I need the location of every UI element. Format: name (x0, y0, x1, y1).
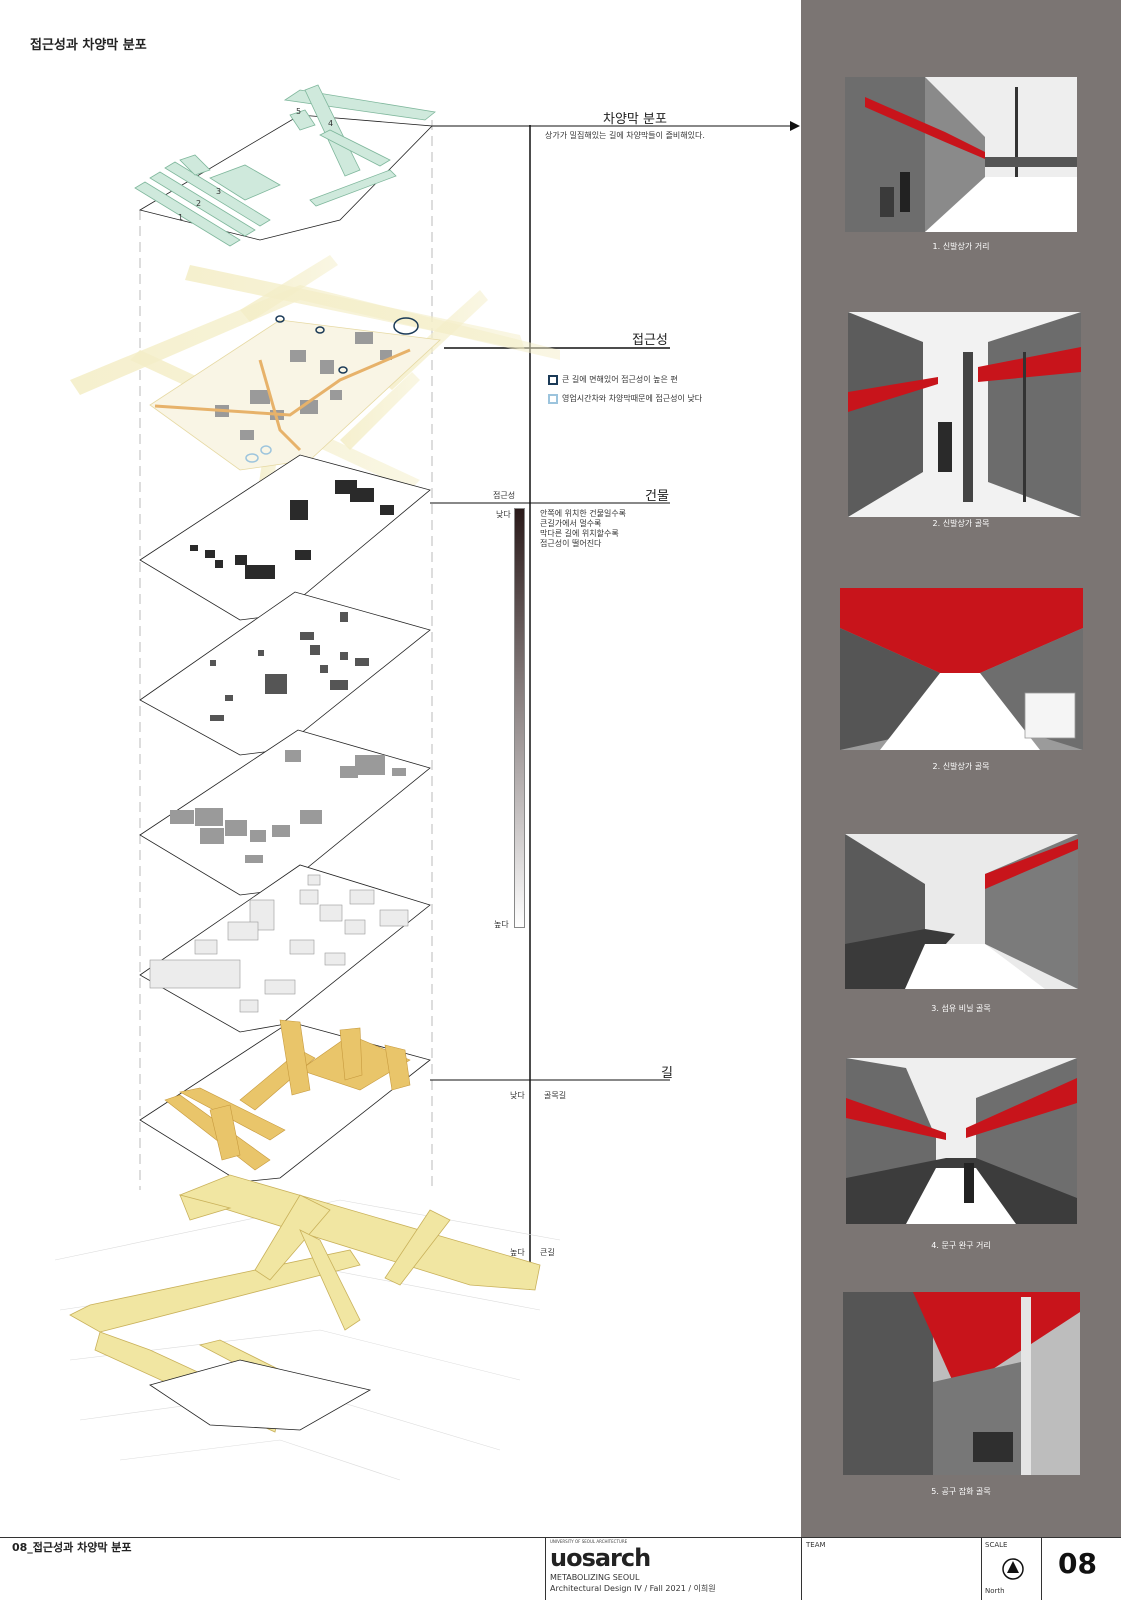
road-high-label: 큰길 (540, 1248, 555, 1257)
building-description: 안쪽에 위치한 건물일수록 큰길가에서 멀수록 막다른 길에 위치할수록 접근성… (540, 509, 626, 549)
awning-number-2: 2 (196, 199, 201, 208)
page-number: 08 (1058, 1547, 1097, 1580)
photo-textile-vinyl-alley (845, 834, 1078, 989)
north-label: North (985, 1587, 1005, 1595)
footer-team-cell (801, 1538, 982, 1600)
photo-stationery-toy-street (846, 1058, 1077, 1224)
road-low: 낮다 (510, 1091, 525, 1100)
logo-subtext: UNIVERSITY OF SEOUL ARCHITECTURE (550, 1539, 628, 1544)
building-layer-low-access (139, 454, 431, 621)
building-desc-line-2: 큰길가에서 멀수록 (540, 519, 602, 528)
awning-number-4: 4 (328, 119, 333, 128)
photo-caption-3: 2. 신발상가 골목 (932, 762, 990, 771)
photo-tool-goods-alley (843, 1292, 1080, 1475)
main-road-layer (54, 1174, 561, 1481)
road-high: 높다 (510, 1248, 525, 1257)
photo-caption-1: 1. 신발상가 거리 (932, 242, 990, 251)
road-low-label: 골목길 (544, 1091, 567, 1100)
photo-shoe-alley-1 (848, 312, 1081, 517)
footer-title-cell (0, 1538, 546, 1600)
access-axis-high: 높다 (494, 920, 509, 929)
building-desc-line-4: 접근성이 떨어진다 (540, 539, 602, 548)
awning-number-3: 3 (216, 187, 221, 196)
building-heading: 건물 (645, 489, 669, 504)
page-title: 접근성과 차양막 분포 (30, 38, 147, 53)
legend-high-access: 큰 길에 면해있어 접근성이 높은 편 (548, 374, 678, 385)
awning-number-5: 5 (296, 107, 301, 116)
legend-high-label: 큰 길에 면해있어 접근성이 높은 편 (562, 375, 678, 384)
legend-low-access: 영업시간차와 차양막때문에 접근성이 낮다 (548, 393, 702, 404)
project-name: METABOLIZING SEOUL (550, 1573, 640, 1582)
sheet-title: 08_접근성과 차양막 분포 (12, 1541, 132, 1554)
footer-scale-cell (981, 1538, 1042, 1600)
photo-caption-4: 3. 섬유 비닐 골목 (931, 1004, 991, 1013)
access-heading: 접근성 (632, 333, 668, 348)
legend-low-label: 영업시간차와 차양막때문에 접근성이 낮다 (562, 394, 703, 403)
legend-swatch-dark (548, 374, 558, 385)
photo-caption-2: 2. 신발상가 골목 (932, 519, 990, 528)
photo-caption-5: 4. 문구 완구 거리 (931, 1241, 991, 1250)
alley-road-layer (139, 1019, 431, 1183)
legend-swatch-light (548, 393, 558, 404)
access-axis-title: 접근성 (493, 491, 516, 500)
uosarch-logo: uosarch (550, 1544, 651, 1572)
access-axis-low: 낮다 (496, 510, 511, 519)
accessibility-layer (70, 255, 560, 510)
team-label: TEAM (806, 1541, 826, 1549)
awning-number-1: 1 (178, 213, 183, 222)
photo-shoe-alley-2 (840, 588, 1083, 750)
building-desc-line-3: 막다른 길에 위치할수록 (540, 529, 619, 538)
awning-layer: 1 2 3 4 5 (134, 84, 436, 247)
awning-heading: 차양막 분포 (603, 112, 667, 127)
building-layer-high-access (139, 864, 431, 1033)
photo-panel: 1. 신발상가 거리 2. 신발상가 골목 2. 신발상가 골목 (801, 0, 1121, 1537)
building-layer-higher-access (139, 729, 431, 896)
building-layer-mid-access (139, 591, 431, 756)
photo-caption-6: 5. 공구 잡화 골목 (931, 1487, 991, 1496)
footer-logo-cell (545, 1538, 802, 1600)
road-heading: 길 (661, 1066, 673, 1081)
building-desc-line-1: 안쪽에 위치한 건물일수록 (540, 509, 627, 518)
exploded-axonometric-diagram: 1 2 3 4 5 (54, 84, 800, 1481)
title-block (0, 1537, 1121, 1601)
course-info: Architectural Design IV / Fall 2021 / 이희… (550, 1584, 716, 1593)
access-gradient-bar (514, 508, 525, 928)
awning-description: 상가가 밀집해있는 길에 차양막들이 즐비해있다. (545, 131, 705, 140)
north-arrow-icon (1002, 1558, 1024, 1580)
photo-shoe-street (845, 77, 1077, 232)
scale-label: SCALE (985, 1541, 1008, 1549)
